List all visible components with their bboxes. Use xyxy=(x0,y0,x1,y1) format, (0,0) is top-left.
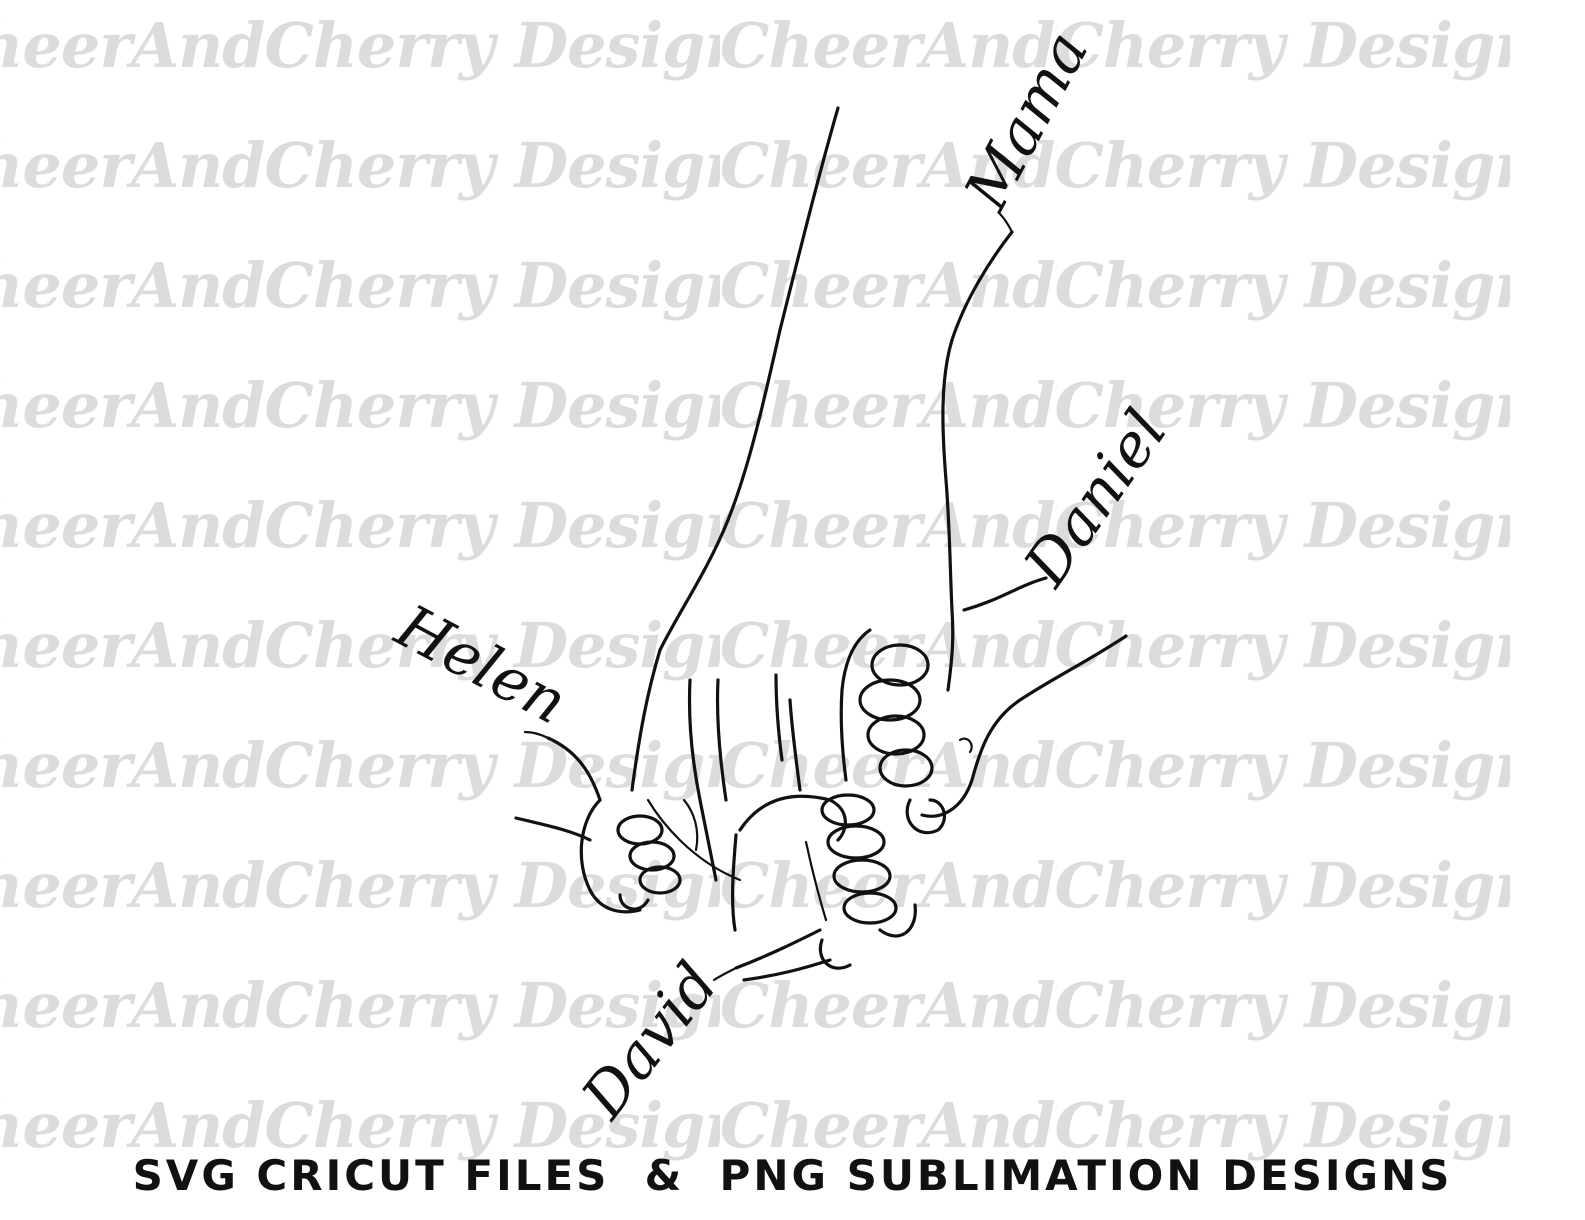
name-david: David xyxy=(568,950,732,1132)
david-hand-drawing xyxy=(731,793,917,982)
footer-banner: SVG CRICUT FILES & PNG SUBLIMATION DESIG… xyxy=(0,1140,1585,1210)
helen-hand-drawing xyxy=(514,736,699,914)
name-mama: Mama xyxy=(951,21,1102,222)
mother-hand-drawing xyxy=(630,106,1014,882)
name-helen: Helen xyxy=(384,591,578,738)
footer-text: SVG CRICUT FILES & PNG SUBLIMATION DESIG… xyxy=(132,1150,1453,1200)
name-daniel: Daniel xyxy=(1010,398,1181,600)
name-connectors xyxy=(523,212,1014,982)
daniel-hand-drawing xyxy=(858,576,1128,835)
